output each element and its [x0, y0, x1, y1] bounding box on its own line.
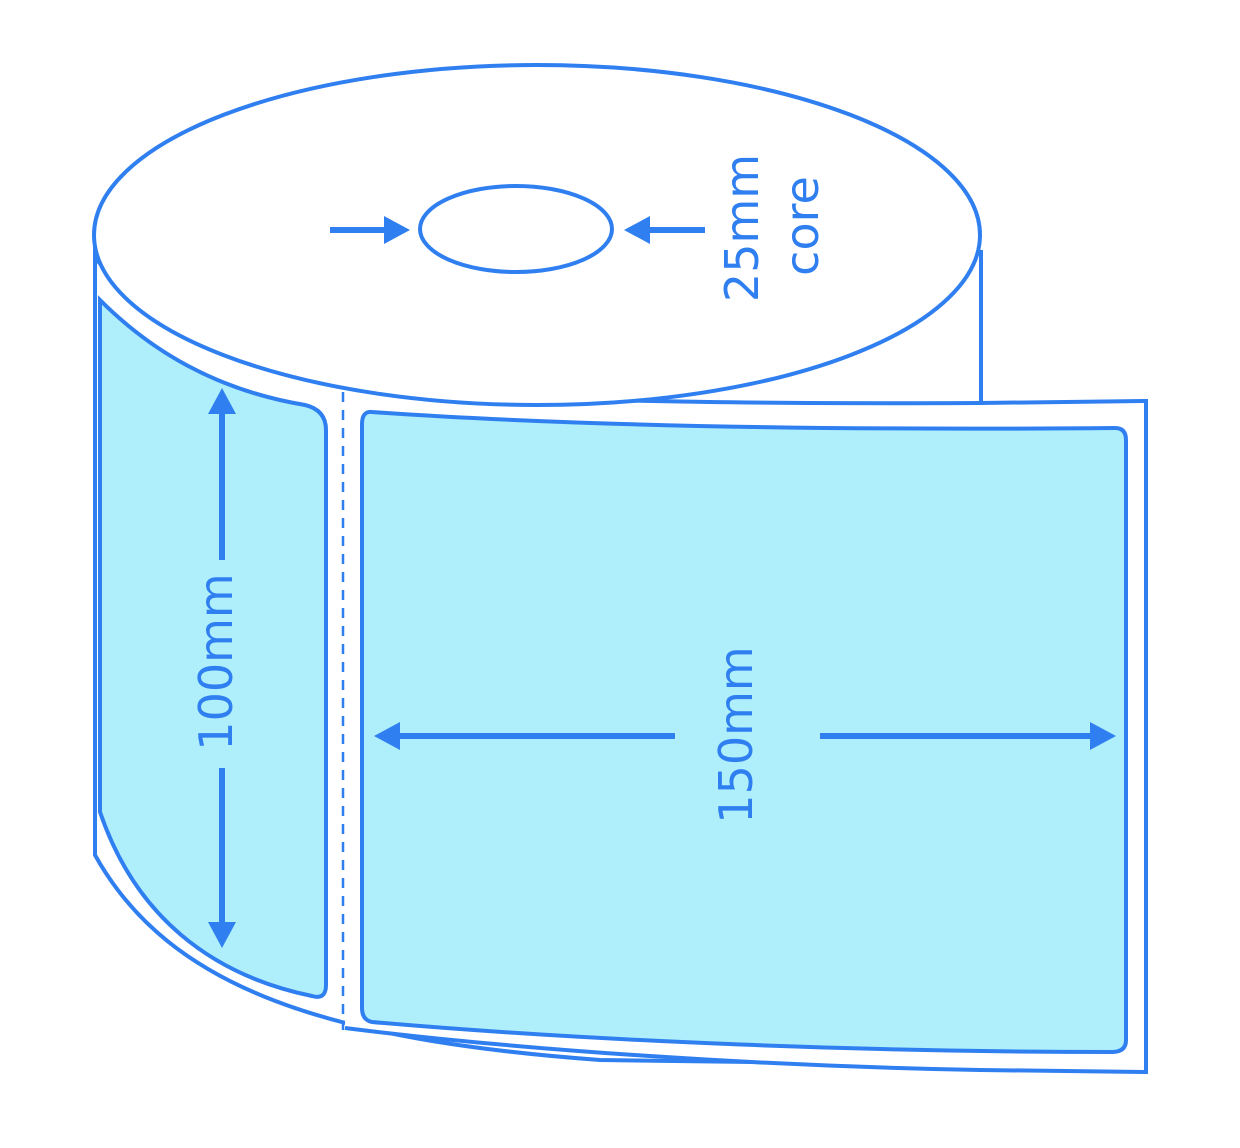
- roll-body-outline: [93, 235, 981, 1067]
- roll-side-label: [98, 295, 328, 999]
- core-size-label: 25mm: [715, 154, 769, 302]
- height-label: 100mm: [189, 573, 243, 750]
- width-label: 150mm: [709, 646, 763, 823]
- width-dimension-arrow-icon: [374, 722, 1116, 750]
- core-hole: [418, 184, 614, 274]
- core-word-label: core: [775, 176, 829, 276]
- flat-label: [360, 409, 1128, 1055]
- height-dimension-arrow-icon: [208, 388, 236, 948]
- core-left-arrow-icon: [330, 216, 410, 244]
- core-right-arrow-icon: [624, 216, 705, 244]
